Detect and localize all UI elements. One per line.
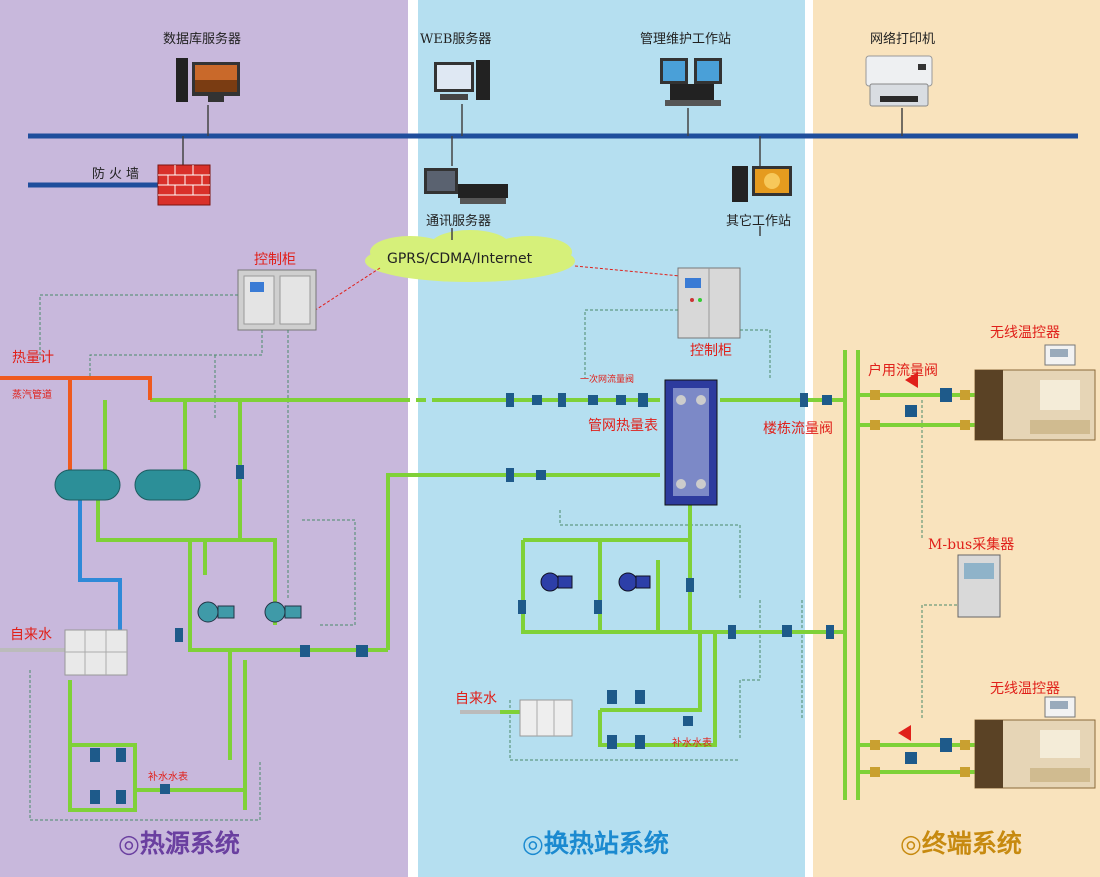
room-photo-top [974,369,1096,441]
household-flow-valve-icon [898,372,918,741]
primary-flow-valve-label: 一次网流量阀 [580,375,635,385]
circulation-pump [264,601,302,623]
firewall-label: 防火墙 [92,167,144,182]
other-station-label: 其它工作站 [726,214,792,229]
cold-water-pipes [78,500,122,640]
boiler-tank [54,469,121,501]
db-server-computer [176,58,240,102]
steam-pipe-label: 蒸汽管道 [12,390,52,401]
room-photo-bottom [974,719,1096,789]
station-pump [540,572,573,592]
thermostat-top-label: 无线温控器 [990,325,1060,341]
green-pipes [68,350,975,812]
signal-lines [29,294,962,821]
building-flow-valve-label: 楼栋流量阀 [763,421,833,437]
station-title: ◎换热站系统 [522,829,669,858]
gprs-cloud [365,230,575,282]
web-server-label: WEB服务器 [420,32,492,47]
comm-server-computer [424,168,508,204]
comm-server-label: 通讯服务器 [426,214,492,229]
mbus-label: M-bus采集器 [928,537,1015,553]
thermostat-icon [1044,344,1076,366]
tap-water-label: 自来水 [10,627,52,643]
panel-divider [805,0,813,877]
thermostat-bottom-label: 无线温控器 [990,681,1060,697]
firewall-icon [157,164,211,206]
station-control-cabinet-label: 控制柜 [690,343,732,359]
network-bus [28,104,1078,188]
household-flow-valve-label: 户用流量阀 [868,363,938,379]
water-tank [64,629,128,676]
plate-heat-exchanger [664,379,718,506]
mgmt-station-computer [660,58,722,106]
heat-meter-label: 热量计 [12,350,54,366]
network-heat-meter-label: 管网热量表 [588,418,658,434]
makeup-meter-label: 补水水表 [148,772,188,783]
mgmt-station-label: 管理维护工作站 [640,32,732,47]
station-makeup-meter-label: 补水水表 [672,738,712,749]
other-station-computer [732,166,792,202]
station-pump [618,572,651,592]
heat-control-cabinet [237,269,317,331]
station-tap-water-label: 自来水 [455,691,497,707]
makeup-water-tank [519,699,573,737]
heat-source-title: ◎热源系统 [118,829,240,858]
boiler-tank [134,469,201,501]
web-server-computer [434,60,490,100]
db-server-label: 数据库服务器 [163,32,242,47]
heat-control-cabinet-label: 控制柜 [254,252,296,268]
station-control-cabinet [677,267,741,339]
panel-divider [408,0,418,877]
network-printer [865,55,933,107]
steam-pipes [0,376,152,470]
cloud-label: GPRS/CDMA/Internet [387,251,533,267]
valve-markers [90,388,952,804]
printer-label: 网络打印机 [870,32,936,47]
terminal-title: ◎终端系统 [900,829,1022,858]
circulation-pump [197,601,235,623]
valve-markers [870,390,970,777]
mbus-collector-device [957,554,1001,618]
thermostat-icon [1044,696,1076,718]
